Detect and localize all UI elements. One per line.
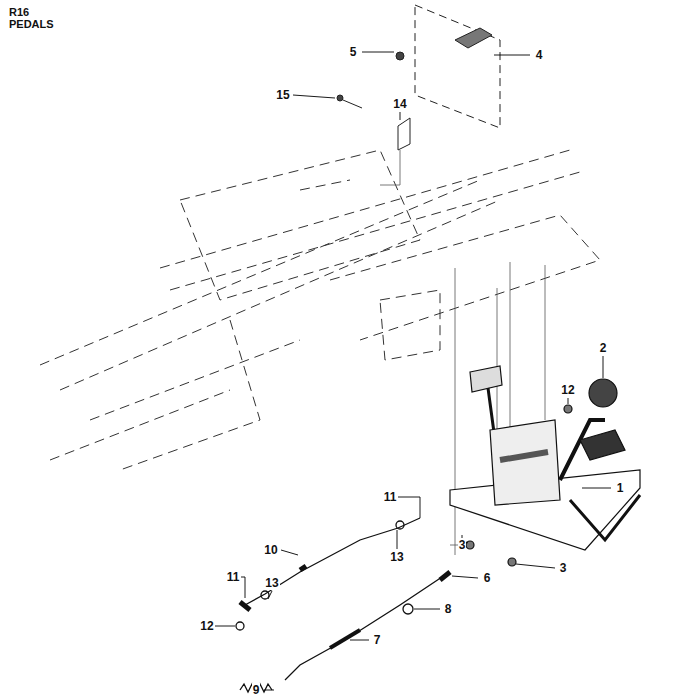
callout-number: 1 (616, 481, 625, 495)
callout-number: 14 (392, 97, 407, 111)
pedal-assembly (450, 366, 640, 566)
mount-plate (337, 5, 500, 150)
heading-text: R16 (8, 6, 30, 18)
callout-number: 9 (252, 683, 261, 697)
callout-number: 4 (535, 48, 544, 62)
callout-number: 12 (560, 383, 575, 397)
callout-number: 5 (349, 45, 358, 59)
callout-number: 3 (458, 538, 467, 552)
callout-number: 3 (559, 561, 568, 575)
callout-number: 11 (226, 570, 241, 584)
callout-number: 15 (275, 88, 290, 102)
cables (236, 518, 450, 692)
chassis-frame (40, 150, 600, 470)
callout-number: 11 (383, 490, 398, 504)
callout-number: 10 (263, 543, 278, 557)
heading-text: PEDALS (8, 18, 55, 30)
callout-number: 2 (599, 341, 608, 355)
callout-number: 6 (483, 571, 492, 585)
callout-number: 13 (389, 550, 404, 564)
callout-number: 8 (444, 602, 453, 616)
callout-number: 12 (199, 619, 214, 633)
callout-number: 13 (264, 576, 279, 590)
leader-lines (215, 52, 611, 690)
callout-number: 7 (373, 633, 382, 647)
